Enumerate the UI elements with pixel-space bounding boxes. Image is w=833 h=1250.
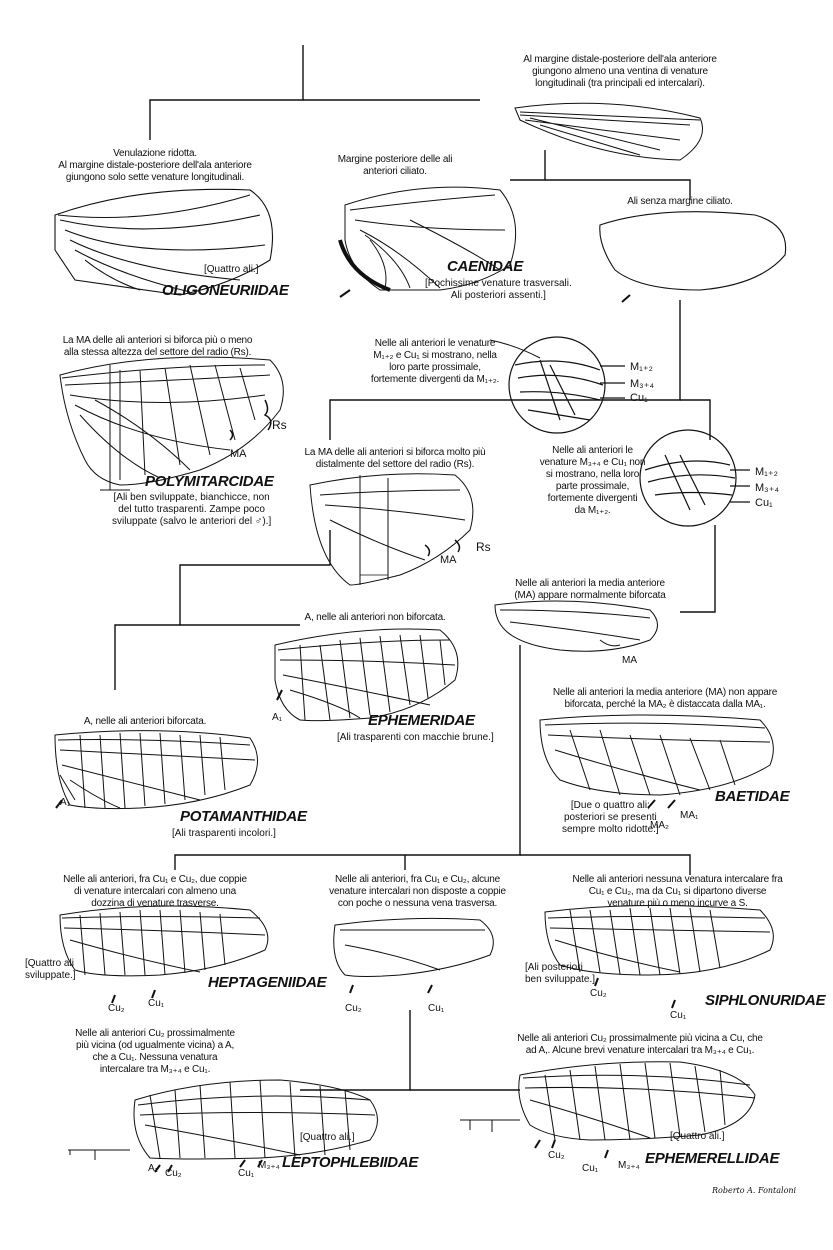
label-cu2-ephemerell: Cu₂ xyxy=(548,1150,565,1161)
family-ephemeridae: EPHEMERIDAE xyxy=(368,712,475,729)
desc-ma-distal: La MA delle ali anteriori si biforca mol… xyxy=(304,447,486,470)
family-ephemerellidae: EPHEMERELLIDAE xyxy=(645,1150,780,1167)
family-baetidae: BAETIDAE xyxy=(715,788,790,805)
label-ma-b: MA xyxy=(440,554,457,566)
desc-ephemerellidae: Nelle ali anteriori Cu₂ prossimalmente p… xyxy=(517,1033,763,1056)
wing-no-cilia xyxy=(599,211,787,303)
label-cu1-hept: Cu₁ xyxy=(148,998,165,1009)
label-m12: M₁₊₂ xyxy=(630,361,653,373)
wing-ephemeridae xyxy=(274,628,459,722)
label-m34-ephemerell: M₃₊₄ xyxy=(618,1160,640,1171)
desc-a-unforked: A, nelle ali anteriori non biforcata. xyxy=(304,612,446,623)
label-cu2-siph: Cu₂ xyxy=(590,988,607,999)
label-cu1-siph: Cu₁ xyxy=(670,1010,687,1021)
note-polymitarcidae: [Ali ben sviluppate, bianchicce, non del… xyxy=(112,492,272,527)
wing-ma-forked xyxy=(494,600,658,652)
note-ephemerellidae: [Quattro ali.] xyxy=(670,1131,725,1142)
label-cu2-hept: Cu₂ xyxy=(108,1003,125,1014)
desc-intercalary: Nelle ali anteriori, fra Cu₁ e Cu₂, alcu… xyxy=(329,874,506,909)
label-ma2: MA₂ xyxy=(650,820,669,831)
label-cu1-ephemerell: Cu₁ xyxy=(582,1163,599,1174)
circle-m-nondivergent xyxy=(639,429,750,527)
label-cu1: Cu₁ xyxy=(630,392,648,404)
note-heptageniidae: [Quattro ali sviluppate.] xyxy=(25,958,76,981)
label-cu1-lepto: Cu₁ xyxy=(238,1168,255,1179)
desc-oligoneuriidae: Venulazione ridotta. Al margine distale-… xyxy=(58,148,252,183)
wing-polymitarcidae xyxy=(59,356,284,491)
family-potamanthidae: POTAMANTHIDAE xyxy=(180,808,307,825)
wing-heptageniidae xyxy=(59,905,269,1004)
note-siphlonuridae: [Ali posteriori ben sviluppate.] xyxy=(525,962,596,985)
desc-m-nondivergent: Nelle ali anteriori le venature M₃₊₄ e C… xyxy=(539,445,646,516)
label-ma: MA xyxy=(230,448,247,460)
label-rs: Rs xyxy=(272,418,287,432)
note-baetidae: [Due o quattro ali; posteriori se presen… xyxy=(562,800,659,835)
family-siphlonuridae: SIPHLONURIDAE xyxy=(705,992,826,1009)
label-cu1-b: Cu₁ xyxy=(755,497,773,509)
family-oligoneuriidae: OLIGONEURIIDAE xyxy=(162,282,289,299)
author-signature: Roberto A. Fontaloni xyxy=(712,1186,797,1195)
note-leptophlebiidae: [Quattro ali.] xyxy=(300,1132,355,1143)
wing-siphlonuridae xyxy=(544,904,774,1009)
label-m34-b: M₃₊₄ xyxy=(755,482,779,494)
note-potamanthidae: [Ali trasparenti incolori.] xyxy=(172,828,276,839)
desc-m-divergent: Nelle ali anteriori le venature M₁₊₂ e C… xyxy=(370,338,500,385)
desc-ma-rs: La MA delle ali anteriori si biforca più… xyxy=(62,335,253,358)
label-ma1: MA₁ xyxy=(680,810,699,821)
desc-ma-forked: Nelle ali anteriori la media anteriore (… xyxy=(514,578,666,601)
label-m12-b: M₁₊₂ xyxy=(755,466,778,478)
desc-heptageniidae: Nelle ali anteriori, fra Cu₁ e Cu₂, due … xyxy=(63,874,247,909)
wing-oligoneuriidae xyxy=(54,188,273,296)
wing-top xyxy=(514,102,703,161)
desc-caenidae: Margine posteriore delle ali anteriori c… xyxy=(337,154,453,177)
wing-potamanthidae xyxy=(54,730,258,810)
tree-connectors xyxy=(114,45,716,1091)
label-a1-lepto: A₁ xyxy=(148,1163,159,1174)
note-ephemeridae: [Ali trasparenti con macchie brune.] xyxy=(337,732,494,743)
wing-caenidae xyxy=(338,186,517,298)
label-cu2-mid: Cu₂ xyxy=(345,1003,362,1014)
label-cu1-mid: Cu₁ xyxy=(428,1003,445,1014)
desc-top: Al margine distale-posteriore dell'ala a… xyxy=(523,54,717,89)
label-rs-b: Rs xyxy=(476,540,491,554)
label-cu2-lepto: Cu₂ xyxy=(165,1168,182,1179)
family-leptophlebiidae: LEPTOPHLEBIIDAE xyxy=(282,1154,419,1171)
desc-ma-unforked: Nelle ali anteriori la media anteriore (… xyxy=(552,687,778,710)
family-caenidae: CAENIDAE xyxy=(447,258,523,275)
circle-m-divergent xyxy=(489,336,625,434)
family-heptageniidae: HEPTAGENIIDAE xyxy=(208,974,327,991)
label-a1: A₁ xyxy=(272,712,283,723)
wing-intercalary xyxy=(333,917,494,994)
label-ma-c: MA xyxy=(622,655,637,666)
wing-baetidae xyxy=(539,714,774,809)
wing-ephemerellidae xyxy=(460,1061,756,1159)
desc-leptophlebiidae: Nelle ali anteriori Cu₂ prossimalmente p… xyxy=(75,1028,235,1075)
wing-leptophlebiidae xyxy=(68,1079,378,1173)
desc-no-cilia: Ali senza margine ciliato. xyxy=(627,196,733,207)
desc-a-forked: A, nelle ali anteriori biforcata. xyxy=(83,716,207,727)
desc-siphlonuridae: Nelle ali anteriori nessuna venatura int… xyxy=(572,874,783,909)
label-m34: M₃₊₄ xyxy=(630,378,654,390)
family-polymitarcidae: POLYMITARCIDAE xyxy=(145,473,274,490)
note-caenidae: [Pochissime venature trasversali. Ali po… xyxy=(425,278,572,301)
label-a1-b: A₁ xyxy=(60,797,71,808)
note-oligoneuriidae: [Quattro ali.] xyxy=(204,264,259,275)
label-m34-lepto: M₃₊₄ xyxy=(258,1160,280,1171)
wing-ma-distal xyxy=(309,473,474,586)
